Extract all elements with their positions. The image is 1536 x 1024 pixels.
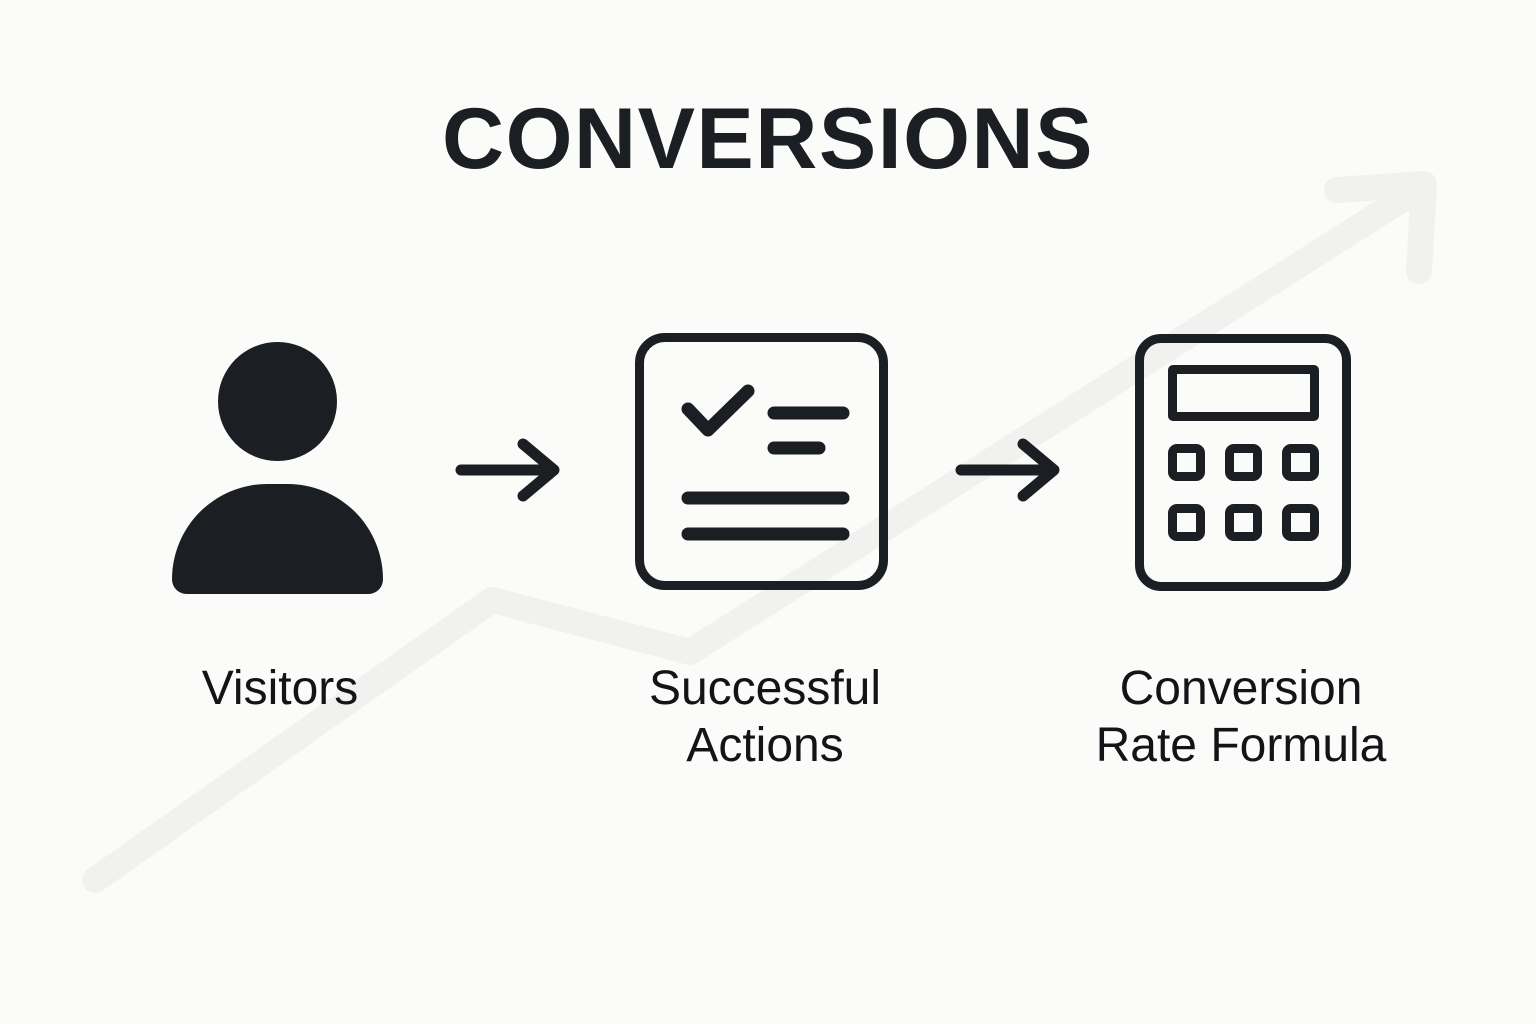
calculator-key-6 (1282, 504, 1319, 541)
document-card-outline (635, 333, 888, 590)
calculator-key-2 (1225, 444, 1262, 481)
check-mark-glyph (681, 384, 755, 437)
calculator-icon (1135, 334, 1351, 591)
calculator-key-5 (1225, 504, 1262, 541)
calculator-body-outline (1135, 334, 1351, 591)
stage-label-successful-actions: Successful Actions (648, 662, 882, 772)
arrow-right-icon (455, 438, 560, 502)
calculator-display (1168, 365, 1319, 421)
arrow-right-icon (955, 438, 1060, 502)
calculator-key-1 (1168, 444, 1205, 481)
stage-label-visitors: Visitors (201, 662, 359, 715)
page-title: CONVERSIONS (441, 91, 1095, 187)
calculator-key-4 (1168, 504, 1205, 541)
stage-label-conversion-rate-formula: Conversion Rate Formula (1095, 662, 1387, 772)
person-icon (168, 336, 388, 600)
calculator-key-3 (1282, 444, 1319, 481)
checklist-document-icon (635, 333, 888, 590)
person-body-shape (172, 484, 383, 594)
person-head-shape (218, 342, 337, 461)
